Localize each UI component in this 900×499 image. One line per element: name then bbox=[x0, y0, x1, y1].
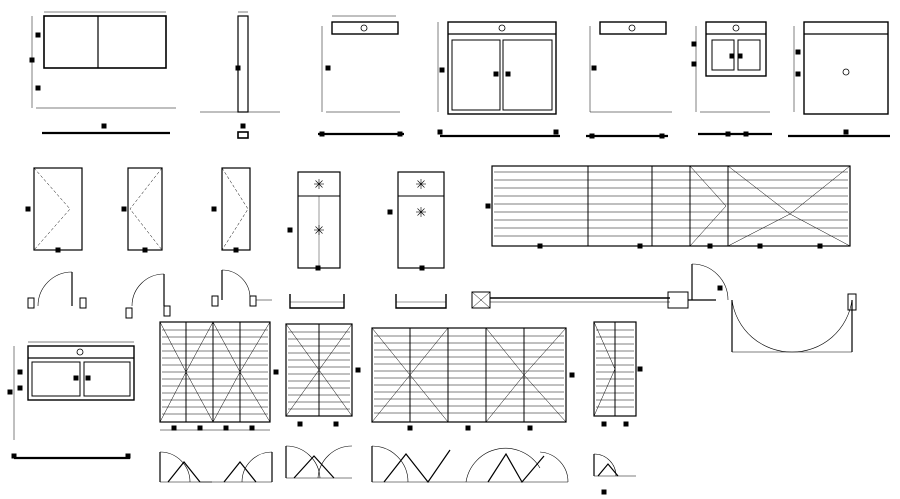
sliding-window-elevation-large bbox=[7, 341, 135, 460]
door-elevation-2 bbox=[121, 167, 163, 253]
folding-louver-door-narrow bbox=[593, 321, 643, 427]
fixed-transom-window bbox=[586, 21, 672, 139]
door-side-section bbox=[200, 11, 280, 139]
door-with-transom-2 bbox=[387, 171, 445, 271]
door-with-transom-1 bbox=[287, 171, 341, 271]
folding-door-plan-4-panel bbox=[159, 451, 273, 483]
door-swing-plan-2 bbox=[125, 273, 171, 319]
double-swing-door-plan bbox=[731, 293, 857, 353]
folding-louver-door-2-panel bbox=[285, 323, 361, 427]
sliding-track-plan bbox=[471, 263, 729, 309]
folding-louver-door-6-panel bbox=[371, 327, 575, 431]
folding-door-plan-6-panel bbox=[371, 445, 569, 484]
fixed-glass-panel bbox=[788, 21, 890, 138]
louver-door-elevation bbox=[485, 165, 851, 249]
folding-door-plan-single bbox=[593, 453, 636, 495]
sliding-window-with-transom bbox=[437, 21, 560, 138]
folding-door-plan-2-panel bbox=[285, 445, 353, 479]
opening-plan-2 bbox=[395, 294, 447, 309]
transom-window bbox=[318, 15, 404, 137]
door-swing-plan-1 bbox=[27, 271, 87, 309]
door-elevation-1 bbox=[25, 167, 83, 253]
opening-plan-1 bbox=[289, 294, 345, 309]
small-casement-window bbox=[691, 21, 772, 137]
door-elevation-3 bbox=[211, 167, 251, 253]
door-swing-plan-3 bbox=[211, 269, 272, 307]
window-elevation-double bbox=[29, 11, 176, 135]
folding-louver-door-4-panel bbox=[159, 321, 279, 431]
